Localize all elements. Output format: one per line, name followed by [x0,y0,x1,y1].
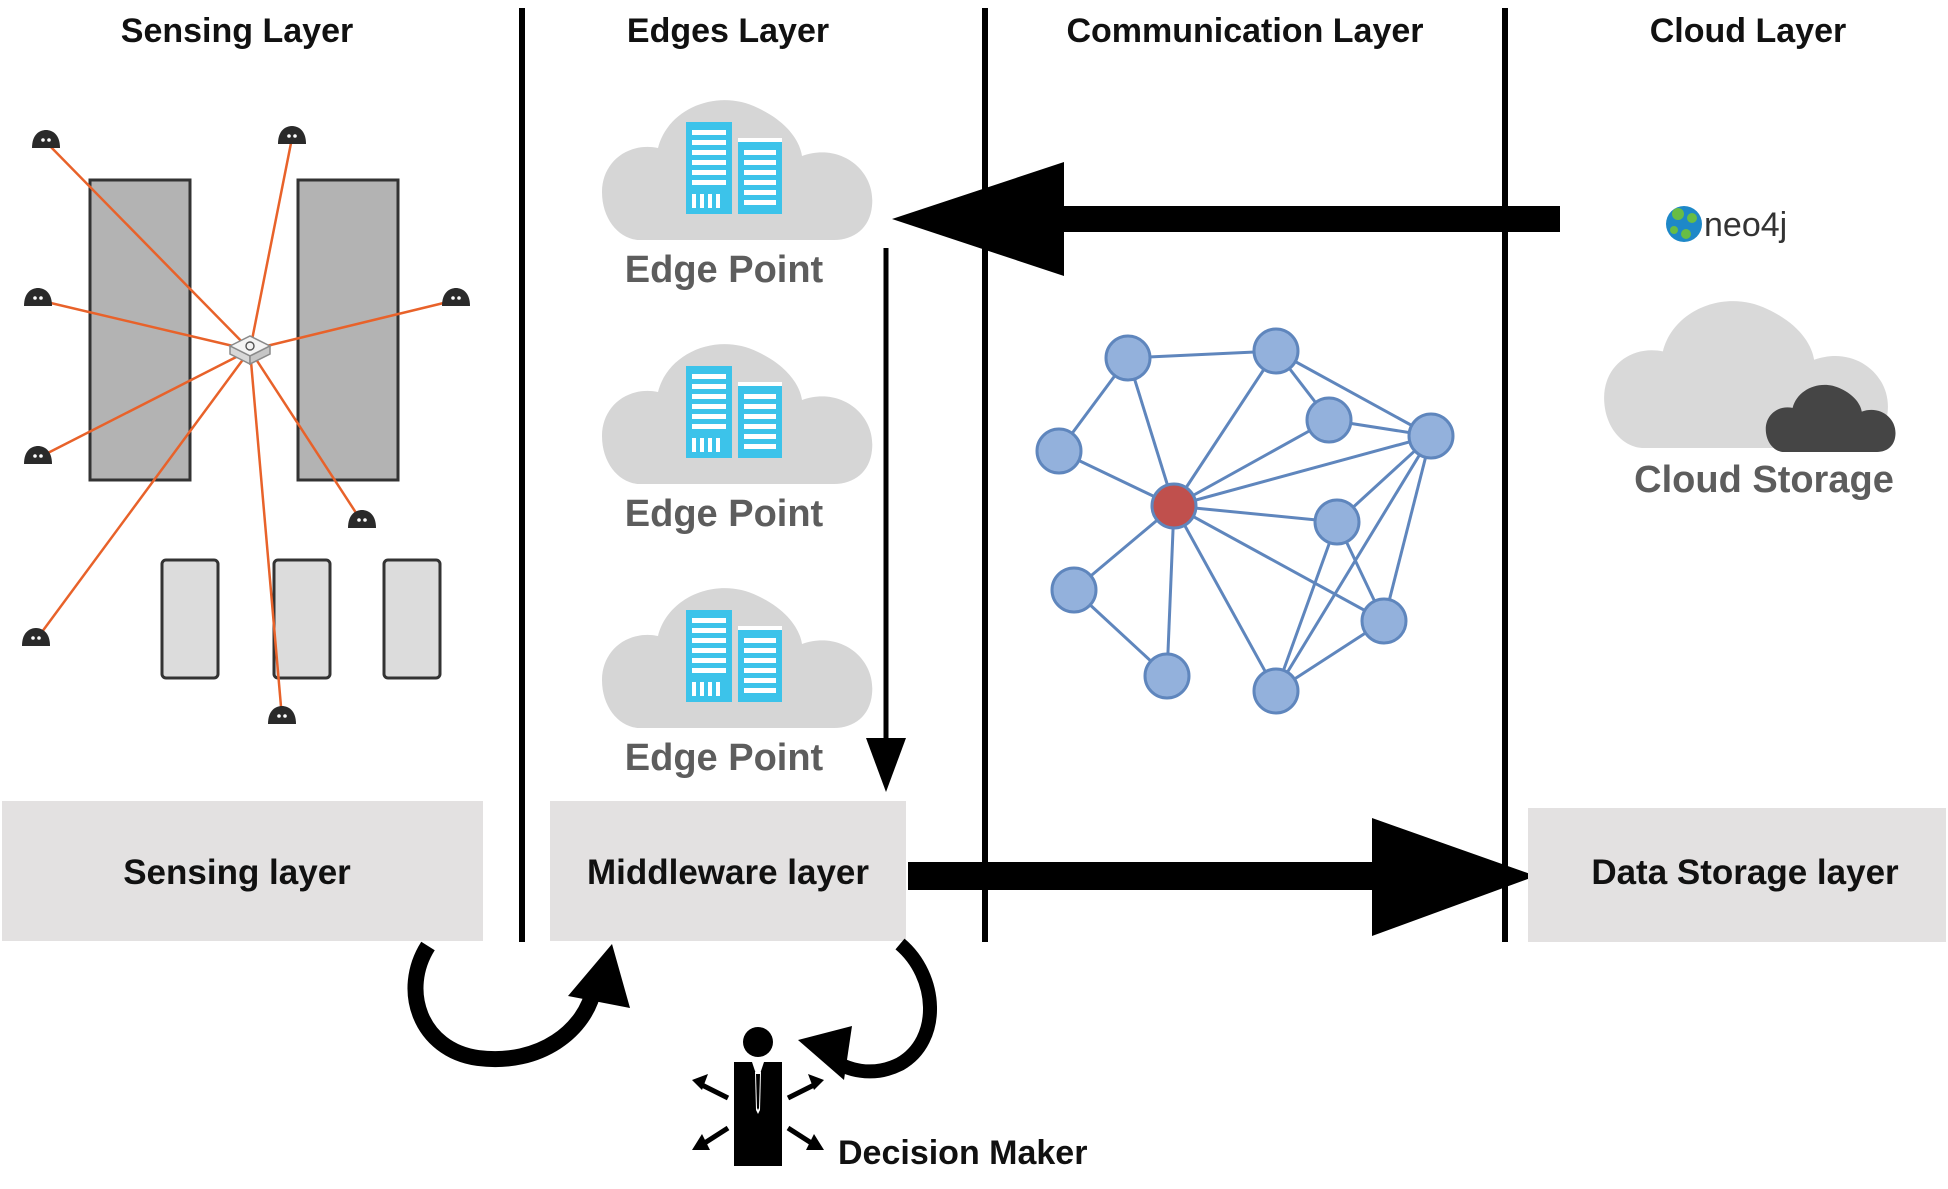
sensor-icon [22,628,50,646]
header-sensing-layer: Sensing Layer [121,12,353,50]
sensor-icon [32,130,60,148]
network-node [1252,667,1300,715]
cloud-icon [602,100,873,240]
person-icon [692,1027,824,1166]
sensor-icon [24,288,52,306]
cloud-storage-icon [1604,301,1896,452]
edge-point-1 [602,100,873,240]
neo4j-logo: neo4j [1666,206,1787,244]
edge-point-label-3: Edge Point [625,737,824,779]
sensor-icon [24,446,52,464]
small-building-1 [160,558,220,680]
cloud-icon [602,588,873,728]
header-cloud-layer: Cloud Layer [1650,12,1846,50]
small-building-3 [382,558,442,680]
small-building-2 [272,558,332,680]
edge-point-label-2: Edge Point [625,493,824,535]
building-right [296,178,400,482]
network-node [1104,334,1152,382]
network-node [1050,566,1098,614]
edge-point-2 [602,344,873,484]
sensing-area [22,126,470,724]
down-arrow [866,248,906,792]
neo4j-logo-icon [1666,206,1702,242]
network-edges [1057,349,1433,693]
network-node [1035,427,1083,475]
sensor-icon [442,288,470,306]
cloud-storage-label: Cloud Storage [1634,459,1894,501]
edge-point-3 [602,588,873,728]
edge-point-label-1: Edge Point [625,249,824,291]
header-communication-layer: Communication Layer [1066,12,1423,50]
cloud-icon [602,344,873,484]
sensor-links [34,137,457,719]
network-node [1313,498,1361,546]
network-node [1360,597,1408,645]
building-left [88,178,192,482]
communication-network [1035,327,1455,715]
sensing-layer-box [2,801,483,941]
middleware-layer-box [550,801,906,941]
middleware-to-storage-arrow [908,818,1536,936]
sensing-layer-label: Sensing layer [123,853,351,892]
gateway-icon [228,335,272,366]
network-node [1305,396,1353,444]
network-node [1143,652,1191,700]
network-node [1407,412,1455,460]
sensor-icon [348,510,376,528]
middleware-to-decision-curved-arrow [798,938,937,1080]
network-node [1252,327,1300,375]
sensor-icon [268,706,296,724]
data-storage-layer-label: Data Storage layer [1591,853,1899,892]
header-edges-layer: Edges Layer [627,12,829,50]
decision-maker-label: Decision Maker [838,1134,1087,1172]
sensor-icon [278,126,306,144]
middleware-layer-label: Middleware layer [587,853,869,892]
network-hub-node [1150,482,1198,530]
cloud-to-edge-arrow [892,162,1560,276]
neo4j-label: neo4j [1704,206,1787,244]
sensing-to-middleware-curved-arrow [407,941,630,1068]
data-storage-layer-box [1528,808,1946,942]
